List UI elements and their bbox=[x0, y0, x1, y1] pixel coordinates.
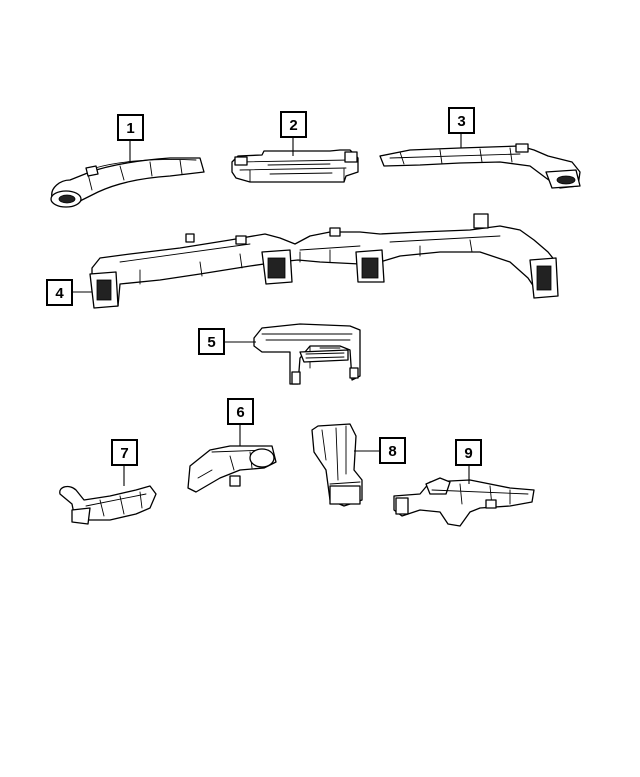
leader-lines bbox=[72, 133, 470, 486]
callout-label: 8 bbox=[388, 443, 396, 460]
part-6-floor-duct bbox=[187, 445, 277, 493]
callout-6: 6 bbox=[227, 398, 254, 425]
part-9-right-rear-duct bbox=[393, 477, 535, 527]
callout-label: 2 bbox=[289, 117, 297, 134]
part-7-left-rear-duct bbox=[59, 485, 157, 525]
callout-5: 5 bbox=[198, 328, 225, 355]
callout-label: 7 bbox=[120, 445, 128, 462]
part-8-vertical-duct bbox=[311, 423, 363, 507]
callout-7: 7 bbox=[111, 439, 138, 466]
callout-label: 4 bbox=[55, 285, 64, 302]
part-3-right-side-duct bbox=[379, 143, 581, 189]
callout-label: 5 bbox=[207, 334, 215, 351]
part-1-left-side-duct bbox=[50, 157, 205, 208]
callout-label: 9 bbox=[464, 445, 472, 462]
part-2-center-upper-duct bbox=[231, 149, 359, 183]
callout-8: 8 bbox=[379, 437, 406, 464]
part-4-main-panel-duct bbox=[89, 213, 559, 309]
callout-4: 4 bbox=[46, 279, 73, 306]
callout-label: 3 bbox=[457, 113, 465, 130]
part-5-center-bracket-duct bbox=[253, 323, 361, 385]
callout-3: 3 bbox=[448, 107, 475, 134]
callout-label: 1 bbox=[126, 120, 134, 137]
callout-label: 6 bbox=[236, 404, 244, 421]
callout-2: 2 bbox=[280, 111, 307, 138]
callout-9: 9 bbox=[455, 439, 482, 466]
callout-1: 1 bbox=[117, 114, 144, 141]
